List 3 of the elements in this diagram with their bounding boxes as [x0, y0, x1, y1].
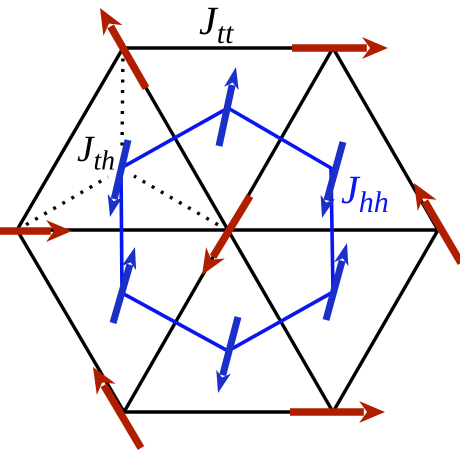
- coupling-label: J$_{tt}$: [199, 1, 234, 41]
- coupling-label: J$_{hh}$: [341, 170, 389, 210]
- coupling-label: J$_{th}$: [77, 131, 116, 168]
